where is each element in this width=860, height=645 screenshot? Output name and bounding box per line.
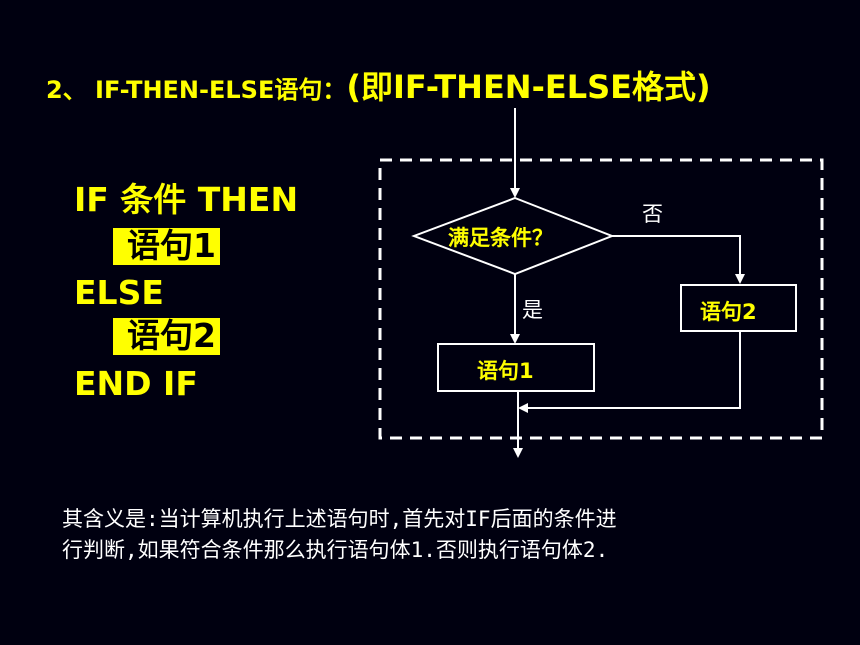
statement1-box: 语句1 xyxy=(437,343,595,392)
code-line-else: ELSE xyxy=(74,273,164,312)
yes-label: 是 xyxy=(522,298,543,322)
description-line2: 行判断,如果符合条件那么执行语句体1.否则执行语句体2. xyxy=(62,538,609,562)
dashed-frame xyxy=(378,158,824,440)
merge-line xyxy=(518,332,741,413)
decision-label: 满足条件？ xyxy=(448,226,553,250)
title-part1: 2、 IF-THEN-ELSE语句： xyxy=(46,76,347,104)
description: 其含义是:当计算机执行上述语句时,首先对IF后面的条件进 行判断,如果符合条件那… xyxy=(62,504,822,566)
title-part2: (即IF-THEN-ELSE格式) xyxy=(346,68,711,106)
code-line-endif: END IF xyxy=(74,364,198,403)
slide-title: 2、 IF-THEN-ELSE语句：(即IF-THEN-ELSE格式) xyxy=(46,62,711,108)
no-label: 否 xyxy=(642,202,663,226)
statement2-label: 语句2 xyxy=(700,300,757,324)
code-line-if: IF 条件 THEN xyxy=(74,180,299,219)
code-line-statement2: 语句2 xyxy=(113,318,220,355)
statement1-label: 语句1 xyxy=(477,359,534,383)
description-line1: 其含义是:当计算机执行上述语句时,首先对IF后面的条件进 xyxy=(62,507,617,531)
code-line-statement1: 语句1 xyxy=(113,228,220,265)
no-line xyxy=(612,235,745,284)
statement2-box: 语句2 xyxy=(680,284,797,332)
